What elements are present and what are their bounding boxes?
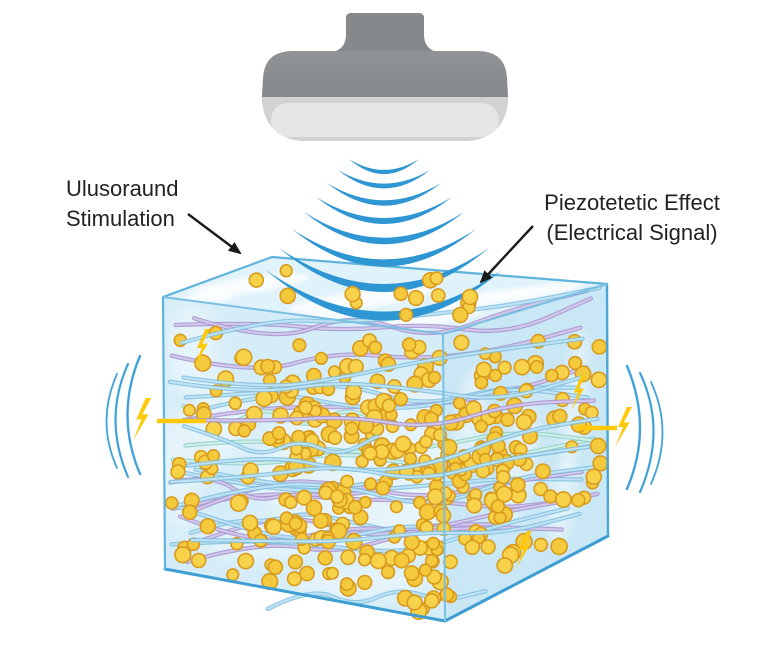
vibration-arc <box>625 364 642 491</box>
cube-edge-bottom-front <box>163 567 447 623</box>
bolt-outside-right <box>615 407 632 448</box>
bolt-inside-left <box>194 329 211 367</box>
ultrasound-transducer-icon <box>262 13 508 141</box>
bolt-outside-left <box>133 398 152 441</box>
scaffold-fiber-strand <box>181 424 380 455</box>
wave-arc <box>266 270 502 321</box>
vibration-arc <box>105 373 118 469</box>
cube-edge-right-back <box>605 282 610 538</box>
piezoelectric-effect-label-line1: Piezotetetic Effect <box>544 190 720 215</box>
piezo-target-particle <box>461 288 479 306</box>
vibration-arc <box>638 371 655 494</box>
vibration-arc <box>126 354 142 476</box>
cube-edges <box>161 255 610 623</box>
vibration-arcs-icon-left <box>105 354 142 479</box>
wave-arc <box>292 229 476 267</box>
wave-arc <box>304 212 464 245</box>
wave-arc <box>349 159 419 175</box>
top-face-particles <box>248 264 479 324</box>
ultrasound-stimulation-label-line1: Ulusoraund <box>66 176 179 201</box>
scaffold-fiber-strand <box>184 398 596 428</box>
cube-edge-bottom-right <box>443 534 610 623</box>
piezoelectric-effect-label-line2: (Electrical Signal) <box>546 220 717 245</box>
cube-edge-top-front <box>162 296 444 335</box>
wave-arc <box>327 183 441 206</box>
wave-arc <box>338 170 430 189</box>
cube-edge-vertical-inner <box>442 333 446 622</box>
annotation-arrow-piezo <box>479 225 534 284</box>
cube-edge-left-front <box>161 295 167 571</box>
lightning-bolt-icons <box>133 329 632 569</box>
transducer-lens <box>271 103 499 137</box>
bolt-inside-bottom-right <box>516 531 532 569</box>
scaffold-fiber-strand <box>189 511 582 544</box>
scaffold-fibers-front <box>167 285 602 544</box>
vibration-arc <box>650 381 664 485</box>
electrical-signal-lines <box>157 418 617 431</box>
vibration-arcs-icon-right <box>625 364 664 494</box>
scaffold-fiber-strand <box>168 444 591 485</box>
ultrasound-stimulation-label-line2: Stimulation <box>66 206 175 231</box>
scaffold-fiber-strand <box>167 375 584 400</box>
wave-arc <box>316 197 452 224</box>
vibration-arc <box>114 362 130 479</box>
scaffold-fiber-strand <box>181 336 585 388</box>
transducer-stem <box>329 13 441 53</box>
cube-edge-top-left <box>161 255 274 299</box>
scaffold-fiber-strand <box>185 416 600 473</box>
annotation-arrow-ultrasound <box>187 213 242 255</box>
bolt-inside-right <box>571 375 586 411</box>
cube-edge-top-back <box>270 255 609 286</box>
cube-edge-top-right <box>442 283 608 335</box>
